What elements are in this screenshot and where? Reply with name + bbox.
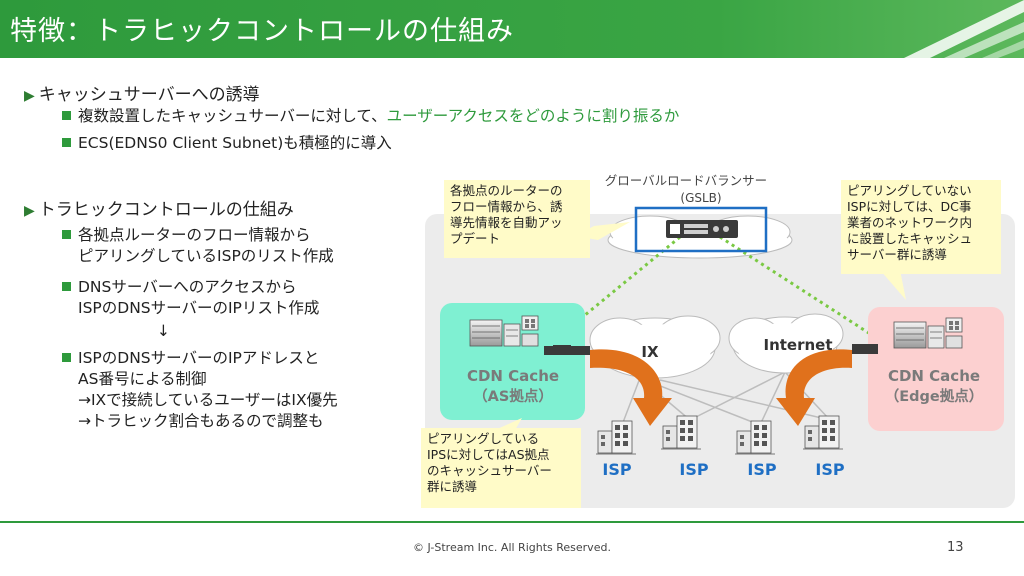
- square-bullet-icon: [62, 138, 71, 147]
- bullet-text: 各拠点ルーターのフロー情報から: [78, 226, 311, 244]
- orange-arrow-right: [776, 349, 852, 426]
- cdn-left-label: CDN Cache: [467, 367, 559, 385]
- cdn-right-sub: （Edge拠点）: [885, 387, 984, 405]
- orange-arrow-left: [590, 349, 672, 426]
- square-bullet-icon: [62, 282, 71, 291]
- callout-line: IPSに対してはAS拠点: [427, 447, 550, 462]
- bullet-text: ECS(EDNS0 Client Subnet)も積極的に導入: [78, 134, 392, 152]
- callout-non-peering: ピアリングしていない ISPに対しては、DC事 業者のネットワーク内 に設置した…: [841, 180, 1001, 274]
- section1-heading: ▶キャッシュサーバーへの誘導: [24, 80, 260, 105]
- internet-label: Internet: [763, 336, 832, 354]
- isp-label-2: ISP: [679, 460, 708, 479]
- isp-label-4: ISP: [815, 460, 844, 479]
- page-number: 13: [947, 540, 964, 555]
- isp-label-1: ISP: [602, 460, 631, 479]
- callout-line: 業者のネットワーク内: [847, 215, 973, 230]
- page-title: 特徴：トラヒックコントロールの仕組み: [10, 16, 514, 47]
- callout-line: フロー情報から、誘: [450, 199, 563, 214]
- flow-line-left: [539, 235, 681, 354]
- flow-line-right: [719, 235, 893, 350]
- bullet-text-cont: ISPのDNSサーバーのIPリスト作成: [78, 299, 320, 317]
- decorative-stripes: [904, 0, 1024, 58]
- triangle-bullet-icon: ▶: [24, 203, 35, 219]
- copyright: © J-Stream Inc. All Rights Reserved.: [413, 541, 611, 554]
- section2-bullet-2: DNSサーバーへのアクセスから ISPのDNSサーバーのIPリスト作成: [62, 277, 319, 319]
- callout-tail-top-right: [880, 270, 906, 300]
- section1-bullet-2: ECS(EDNS0 Client Subnet)も積極的に導入: [62, 133, 392, 154]
- down-arrow-text: ↓: [157, 322, 170, 340]
- gslb-box: [634, 206, 768, 253]
- section2-bullet-1: 各拠点ルーターのフロー情報から ピアリングしているISPのリスト作成: [62, 225, 334, 267]
- square-bullet-icon: [62, 353, 71, 362]
- gslb-label: グローバルロードバランサー: [605, 173, 767, 188]
- gslb-device-icon: [666, 220, 738, 238]
- callout-tail-bottom: [495, 418, 522, 430]
- callout-line: ピアリングしていない: [847, 183, 972, 198]
- callout-line: 各拠点のルーターの: [450, 183, 563, 198]
- callout-line: に設置したキャッシュ: [847, 231, 973, 246]
- square-bullet-icon: [62, 111, 71, 120]
- callout-line: 導先情報を自動アッ: [450, 215, 563, 230]
- ix-label: IX: [641, 343, 659, 361]
- callout-flow-info: 各拠点のルーターの フロー情報から、誘 導先情報を自動アッ プデート: [444, 180, 590, 258]
- cdn-left-sub: （AS拠点）: [473, 387, 553, 405]
- section1-bullet-1: 複数設置したキャッシュサーバーに対して、ユーザーアクセスをどのように割り振るか: [62, 106, 679, 127]
- callout-line: のキャッシュサーバー: [427, 463, 552, 478]
- isp-label-3: ISP: [747, 460, 776, 479]
- bullet-highlight-text: ユーザーアクセスをどのように割り振るか: [386, 107, 680, 125]
- bullet-text: 複数設置したキャッシュサーバーに対して、: [78, 107, 387, 125]
- bullet-text-cont: →IXで接続しているユーザーはIX優先: [78, 391, 338, 409]
- section1-heading-text: キャッシュサーバーへの誘導: [38, 85, 260, 105]
- callout-line: ピアリングしている: [427, 431, 540, 446]
- bullet-text-cont: AS番号による制御: [78, 370, 207, 388]
- section2-bullet-3: ISPのDNSサーバーのIPアドレスと AS番号による制御 →IXで接続している…: [62, 348, 338, 432]
- callout-line: プデート: [450, 231, 501, 246]
- bullet-text-cont: ピアリングしているISPのリスト作成: [78, 247, 334, 265]
- section2-heading-text: トラヒックコントロールの仕組み: [38, 200, 294, 220]
- callout-line: サーバー群に誘導: [847, 247, 947, 262]
- bullet-text: DNSサーバーへのアクセスから: [78, 278, 297, 296]
- callout-line: ISPに対しては、DC事: [847, 199, 972, 214]
- gslb-sub-label: (GSLB): [680, 191, 721, 205]
- triangle-bullet-icon: ▶: [24, 88, 35, 104]
- callout-peering: ピアリングしている IPSに対してはAS拠点 のキャッシュサーバー 群に誘導: [421, 428, 581, 508]
- bullet-text: ISPのDNSサーバーのIPアドレスと: [78, 349, 320, 367]
- section2-heading: ▶トラヒックコントロールの仕組み: [24, 195, 294, 220]
- callout-line: 群に誘導: [427, 479, 478, 494]
- cdn-right-label: CDN Cache: [888, 367, 980, 385]
- footer-divider: [0, 521, 1024, 523]
- title-bar: 特徴：トラヒックコントロールの仕組み: [0, 0, 1024, 58]
- square-bullet-icon: [62, 230, 71, 239]
- bullet-text-cont: →トラヒック割合もあるので調整も: [78, 412, 324, 430]
